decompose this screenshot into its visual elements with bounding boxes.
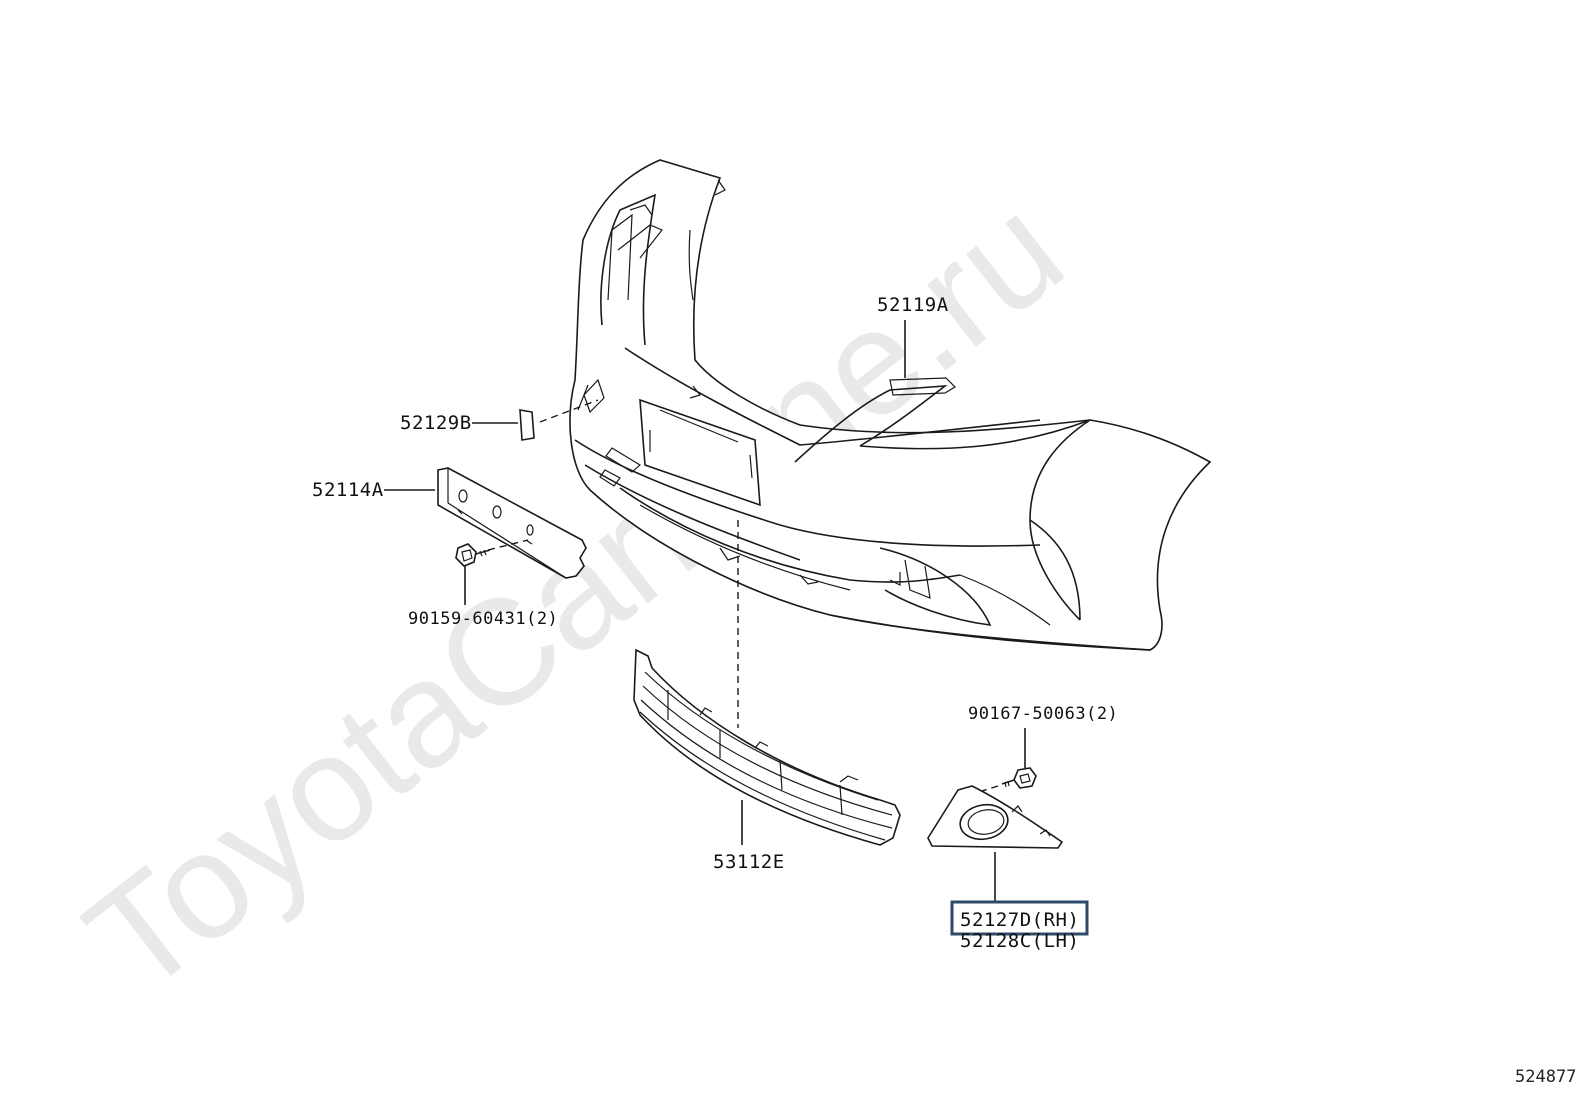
label-52127D-RH: 52127D(RH) <box>960 909 1079 931</box>
diagram-id: 524877 <box>1515 1067 1576 1087</box>
label-53112E: 53112E <box>713 851 785 873</box>
label-52129B: 52129B <box>400 412 472 434</box>
label-52128C-LH: 52128C(LH) <box>960 930 1079 952</box>
fog-cover-52127D-part <box>927 785 1064 849</box>
label-52114A: 52114A <box>312 479 384 501</box>
cap-52129B-part <box>519 409 535 441</box>
callout-52127D: 52127D(RH) 52128C(LH) <box>927 785 1089 952</box>
highlight-box <box>950 900 1089 936</box>
bar-52114A-part <box>437 467 587 579</box>
callout-52119A: 52119A <box>877 294 949 378</box>
grille-53112E-part <box>633 648 901 846</box>
label-90167-50063: 90167-50063(2) <box>968 704 1118 724</box>
bolt-90159-icon <box>455 543 491 567</box>
callout-90167: 90167-50063(2) <box>965 704 1118 797</box>
front-bumper-cover <box>569 159 1212 651</box>
bolt-90167-icon <box>1001 767 1037 789</box>
callout-52129B: 52129B <box>400 399 599 441</box>
callout-90159: 90159-60431(2) <box>408 539 558 629</box>
callout-53112E: 53112E <box>633 520 901 873</box>
callout-52114A: 52114A <box>312 467 587 579</box>
label-90159-60431: 90159-60431(2) <box>408 609 558 629</box>
label-52119A: 52119A <box>877 294 949 316</box>
